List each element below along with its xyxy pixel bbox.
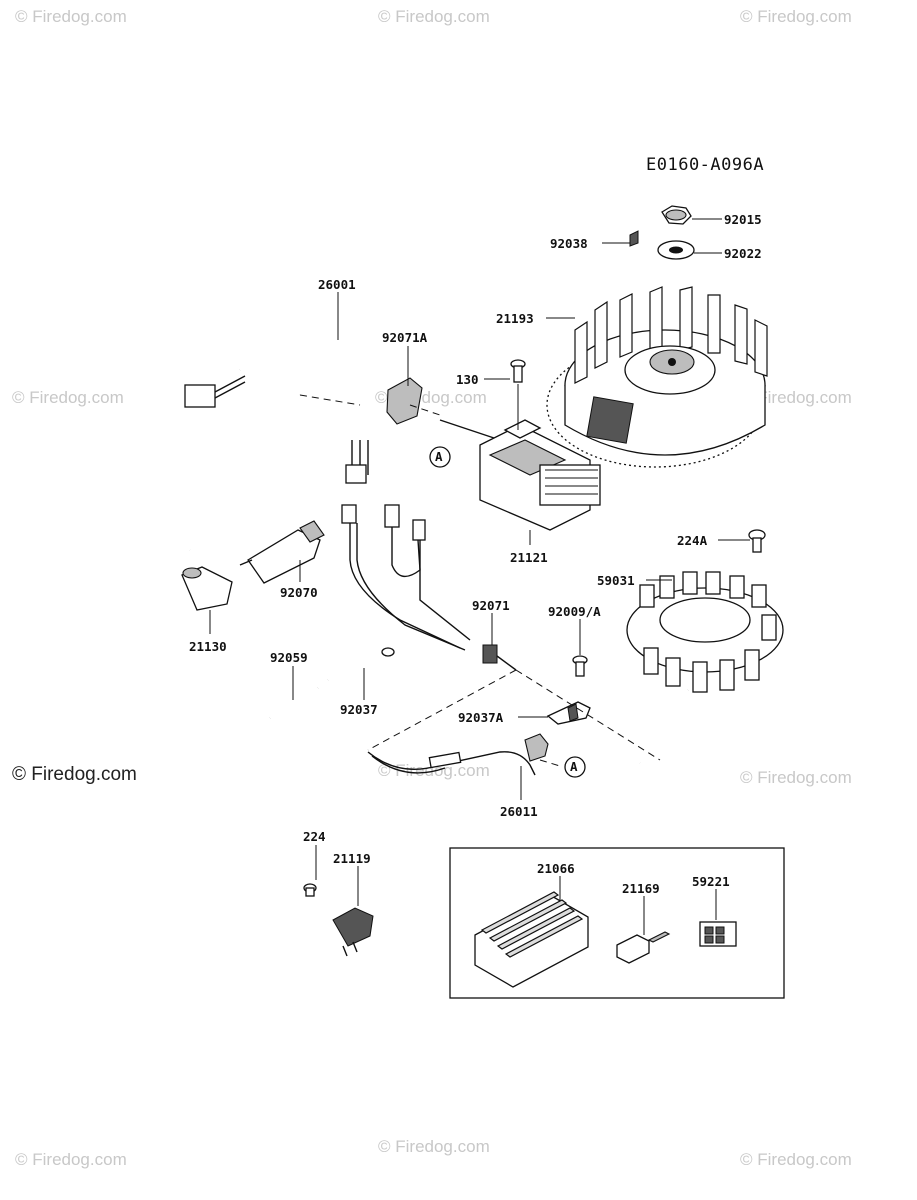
- screw-92009a-bracket: [546, 655, 591, 725]
- watermark-top-left: © Firedog.com: [15, 7, 127, 26]
- watermark-bottom-center: © Firedog.com: [378, 1137, 490, 1156]
- spark-plug: [239, 520, 325, 584]
- label-92059: 92059: [270, 650, 308, 665]
- label-92071a: 92071A: [382, 330, 428, 345]
- label-26011: 26011: [500, 804, 538, 819]
- leader-lines: [209, 218, 750, 935]
- label-92071: 92071: [472, 598, 510, 613]
- label-21169: 21169: [622, 881, 660, 896]
- label-21193: 21193: [496, 311, 534, 326]
- label-59221: 59221: [692, 874, 730, 889]
- label-21066: 21066: [537, 861, 575, 876]
- label-92037a: 92037A: [458, 710, 504, 725]
- label-92037: 92037: [340, 702, 378, 717]
- flywheel: [546, 286, 768, 468]
- watermark-low-right: © Firedog.com: [740, 768, 852, 787]
- marker-a2-text: A: [570, 759, 578, 774]
- connector-59221: [699, 921, 737, 947]
- label-130: 130: [456, 372, 479, 387]
- nut-washer-key: [629, 205, 695, 260]
- label-26001: 26001: [318, 277, 356, 292]
- diagram-code: E0160-A096A: [646, 155, 764, 175]
- watermark-bottom-left: © Firedog.com: [15, 1150, 127, 1169]
- label-92038: 92038: [550, 236, 588, 251]
- watermark-main: © Firedog.com: [12, 764, 137, 785]
- assembly-lines: [299, 394, 661, 767]
- rods: [269, 647, 395, 720]
- screw-224a: [748, 529, 766, 553]
- rectifier-21066: [474, 891, 589, 988]
- regulator-21119: [303, 883, 374, 957]
- watermark-top-right: © Firedog.com: [740, 7, 852, 26]
- label-92009a: 92009/A: [548, 604, 601, 619]
- label-21121: 21121: [510, 550, 548, 565]
- harness-26001: [184, 332, 369, 551]
- screw-130: [510, 359, 526, 383]
- label-92015: 92015: [724, 212, 762, 227]
- connection-marker-a2: A: [564, 756, 586, 778]
- label-224a: 224A: [677, 533, 708, 548]
- label-92022: 92022: [724, 246, 762, 261]
- callout-labels: 92015 92038 92022 26001 21193 92071A 130…: [189, 212, 762, 896]
- label-224: 224: [303, 829, 326, 844]
- stator: [626, 571, 784, 772]
- label-21119: 21119: [333, 851, 371, 866]
- bracket-92071a: [386, 377, 423, 425]
- ignition-coil: [439, 419, 601, 531]
- label-92070: 92070: [280, 585, 318, 600]
- connection-marker-a1: A: [429, 446, 451, 468]
- label-59031: 59031: [597, 573, 635, 588]
- watermark-mid-right: © Firedog.com: [740, 388, 852, 407]
- harness-26011: [367, 733, 549, 776]
- marker-a1-text: A: [435, 449, 443, 464]
- watermarks: © Firedog.com © Firedog.com © Firedog.co…: [12, 7, 852, 1169]
- watermark-mid-left: © Firedog.com: [12, 388, 124, 407]
- plug-cap: [181, 566, 233, 611]
- label-21130: 21130: [189, 639, 227, 654]
- terminal-21169: [616, 931, 671, 964]
- watermark-top-center: © Firedog.com: [378, 7, 490, 26]
- lead-wires: [341, 504, 517, 671]
- optional-parts-box: [449, 847, 785, 999]
- watermark-bottom-right: © Firedog.com: [740, 1150, 852, 1169]
